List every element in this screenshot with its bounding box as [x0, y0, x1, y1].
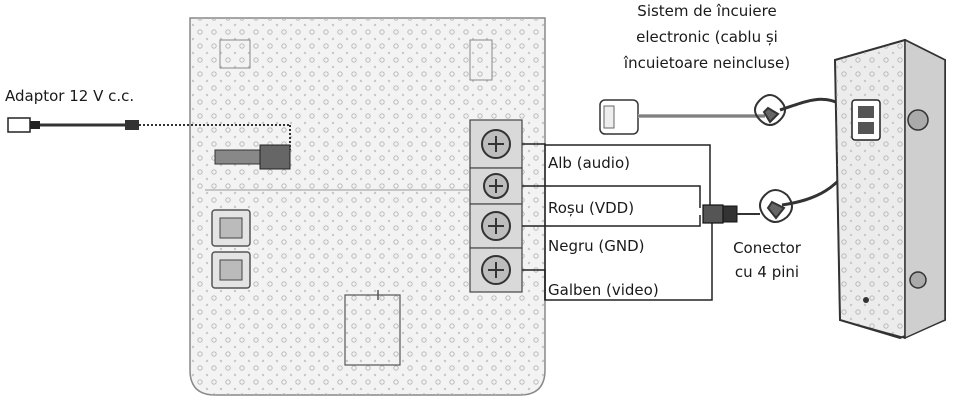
adaptor-plug-icon [7, 117, 31, 133]
wire-label-white: Alb (audio) [548, 154, 630, 172]
connector-label-line2: cu 4 pini [734, 263, 800, 281]
wire-label-yellow: Galben (video) [548, 281, 659, 299]
connector-label-line1: Conector [733, 239, 801, 257]
mount-hole-right [469, 39, 493, 81]
panel-port-slot [344, 294, 401, 366]
cable-ferrite-icon [125, 120, 139, 130]
adaptor-label: Adaptor 12 V c.c. [5, 87, 135, 105]
electronic-lock-icon [599, 99, 765, 135]
lock-label-line1: Sistem de încuiere [637, 2, 777, 20]
side-buttons [211, 209, 251, 289]
camera-lens-icon [907, 109, 929, 131]
wire-label-red: Roșu (VDD) [548, 199, 635, 217]
outdoor-camera-unit [833, 38, 946, 340]
lock-label-line2: electronic (cablu și [636, 28, 778, 46]
mount-hole-left [219, 39, 251, 69]
power-adaptor [7, 117, 291, 150]
call-button-icon [909, 271, 927, 289]
terminal-block [469, 119, 523, 293]
four-pin-connector-icon [702, 204, 760, 224]
power-jack [214, 144, 291, 170]
lock-label-line3: încuietoare neincluse) [623, 54, 791, 72]
wire-bundle [522, 143, 713, 301]
wire-label-black: Negru (GND) [548, 237, 645, 255]
monitor-back-panel [189, 17, 546, 396]
